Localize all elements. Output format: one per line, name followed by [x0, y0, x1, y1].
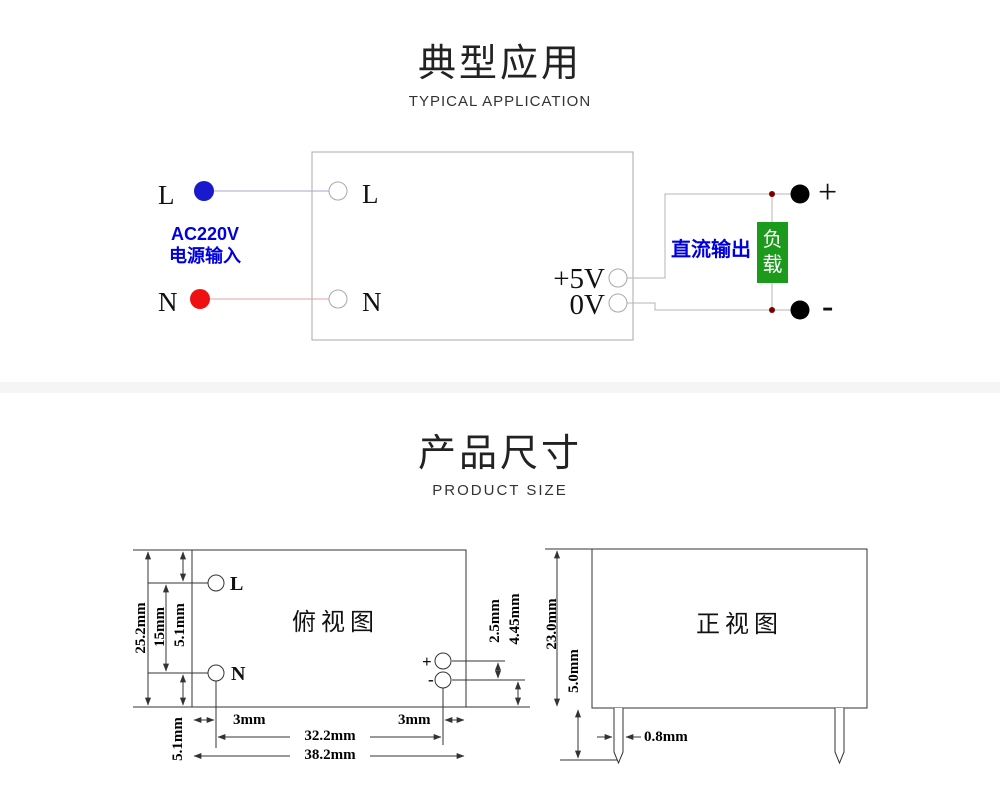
dim-width-label: 38.2mm: [290, 748, 370, 763]
ac-source-line2: 电源输入: [169, 245, 241, 266]
live-input-dot: [194, 181, 214, 201]
positive-output-wire: [627, 193, 792, 279]
dim-out-edge-label: 4.45mm: [507, 593, 523, 645]
top-view-body: [191, 549, 467, 708]
fv-dim-height-label: 23.0mm: [544, 598, 560, 650]
dim-pin-span-label: 15mm: [152, 607, 168, 647]
circuit-diagram: [190, 151, 810, 341]
section-divider: [0, 382, 1000, 393]
module-live-terminal-label: L: [362, 179, 379, 209]
minus-terminal-label: -: [822, 288, 834, 325]
front-view-label: 正视图: [696, 612, 783, 638]
plus-terminal-label: +: [818, 174, 838, 211]
fv-right-pin: [834, 708, 845, 765]
tv-minus-pin: [434, 671, 452, 689]
top-view-label: 俯视图: [292, 610, 379, 636]
typical-application-subtitle: TYPICAL APPLICATION: [408, 93, 592, 110]
module-neutral-terminal-label: N: [362, 287, 382, 317]
plus-terminal-dot: [790, 184, 810, 204]
output-neg-label: 0V: [569, 289, 605, 321]
dim-right-margin-label: 3mm: [398, 712, 431, 728]
tv-l-pin-label: L: [230, 573, 244, 595]
minus-terminal-dot: [790, 300, 810, 320]
input-neutral-label: N: [158, 287, 178, 317]
module-box: [311, 151, 634, 341]
output-pos-label: +5V: [553, 263, 605, 295]
junction-dot-top: [769, 191, 775, 197]
dim-out-gap-label: 2.5mm: [487, 599, 503, 643]
dc-output-label: 直流输出: [671, 239, 751, 261]
dim-pin-pitch-label: 32.2mm: [290, 729, 370, 744]
ac-source-line1: AC220V: [170, 224, 240, 244]
product-size-subtitle: PRODUCT SIZE: [432, 482, 568, 499]
top-view-drawing: [133, 549, 530, 760]
neg-terminal-circle: [608, 293, 628, 313]
front-view-drawing: [545, 548, 868, 765]
dim-left-margin-label: 3mm: [233, 712, 266, 728]
tv-plus-pin: [434, 652, 452, 670]
ac-source-label: AC220V 电源输入: [150, 224, 260, 267]
neutral-input-dot: [190, 289, 210, 309]
input-live-label: L: [158, 180, 175, 210]
tv-n-pin-label: N: [231, 663, 246, 685]
dim-height-label: 25.2mm: [133, 602, 149, 654]
typical-application-title: 典型应用: [417, 43, 582, 85]
negative-output-wire: [627, 302, 792, 311]
fv-left-pin: [613, 708, 624, 765]
neutral-terminal-circle: [328, 289, 348, 309]
product-size-title: 产品尺寸: [417, 433, 582, 475]
front-view-body: [591, 548, 868, 709]
live-terminal-circle: [328, 181, 348, 201]
pos-terminal-circle: [608, 268, 628, 288]
tv-minus-pin-label: -: [428, 670, 434, 689]
dim-top-to-l-label: 5.1mm: [172, 603, 188, 647]
fv-dim-pin-length-label: 5.0mm: [566, 649, 582, 693]
fv-dim-pin-width-label: 0.8mm: [644, 729, 688, 745]
tv-plus-pin-label: +: [422, 652, 432, 671]
tv-l-pin: [207, 574, 225, 592]
load-box: 负载: [757, 222, 788, 283]
tv-n-pin: [207, 664, 225, 682]
dim-n-to-bottom-label: 5.1mm: [170, 717, 186, 761]
junction-dot-bottom: [769, 307, 775, 313]
